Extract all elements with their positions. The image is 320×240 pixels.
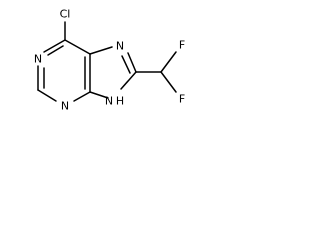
bond-chf2-f1 [160, 51, 177, 73]
bonds [37, 21, 177, 102]
chemical-structure: Cl N N N N H F F [34, 8, 185, 113]
atom-f2-label: F [179, 93, 185, 106]
bond-n9-c4 [89, 91, 109, 99]
atom-n1-label: N [34, 53, 42, 66]
atom-labels: Cl N N N N H F F [34, 8, 185, 113]
bond-c5-c6 [64, 39, 91, 55]
atom-n3-label: N [61, 100, 69, 113]
atom-cl-label: Cl [60, 8, 71, 21]
bond-c2-n3 [37, 89, 57, 102]
atom-n9-label: N [105, 95, 113, 108]
bond-c6-n1 [43, 39, 66, 53]
bond-chf2-f2 [160, 71, 177, 93]
atom-h9-label: H [116, 95, 124, 108]
bond-n7-c8-double [121, 55, 131, 74]
bond-c8-n9 [120, 71, 137, 90]
atom-n7-label: N [116, 40, 124, 53]
atom-f1-label: F [179, 39, 185, 52]
bond-n7-c8 [127, 52, 137, 73]
bond-n3-c4 [73, 91, 91, 102]
bond-c5-n7 [89, 46, 113, 55]
bond-c6-n1-double [47, 45, 64, 56]
